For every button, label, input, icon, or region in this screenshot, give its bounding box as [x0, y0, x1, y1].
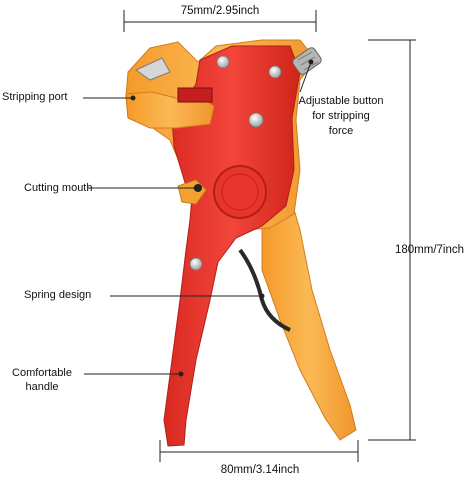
adjustment-knob	[292, 47, 322, 75]
callout-cutting-mouth: Cutting mouth	[24, 182, 93, 194]
callout-stripping-port: Stripping port	[2, 91, 68, 103]
callout-comfortable-handle-1: Comfortable	[12, 367, 72, 379]
rivet	[248, 112, 264, 128]
leader-adjust	[299, 61, 312, 93]
red-body	[163, 45, 301, 447]
spring	[238, 248, 291, 332]
stripping-blade	[177, 87, 213, 103]
dim-top	[123, 10, 317, 32]
rivet	[216, 55, 230, 69]
rivet	[268, 65, 282, 79]
rivet	[189, 257, 203, 271]
dim-bottom	[159, 440, 359, 462]
dim-right	[368, 39, 416, 441]
callout-adjustable-2: for stripping	[312, 110, 370, 122]
callout-adjustable-1: Adjustable button	[298, 95, 384, 107]
callout-spring-design: Spring design	[24, 289, 92, 301]
dimension-width-top: 75mm/2.95inch	[180, 5, 260, 17]
jaw-tip	[135, 57, 171, 81]
orange-handle	[261, 195, 357, 441]
callout-adjustable-3: force	[328, 125, 354, 137]
dimension-height: 180mm/7inch	[395, 244, 465, 256]
callout-comfortable-handle-2: handle	[25, 381, 59, 393]
dimension-width-bottom: 80mm/3.14inch	[220, 464, 300, 476]
